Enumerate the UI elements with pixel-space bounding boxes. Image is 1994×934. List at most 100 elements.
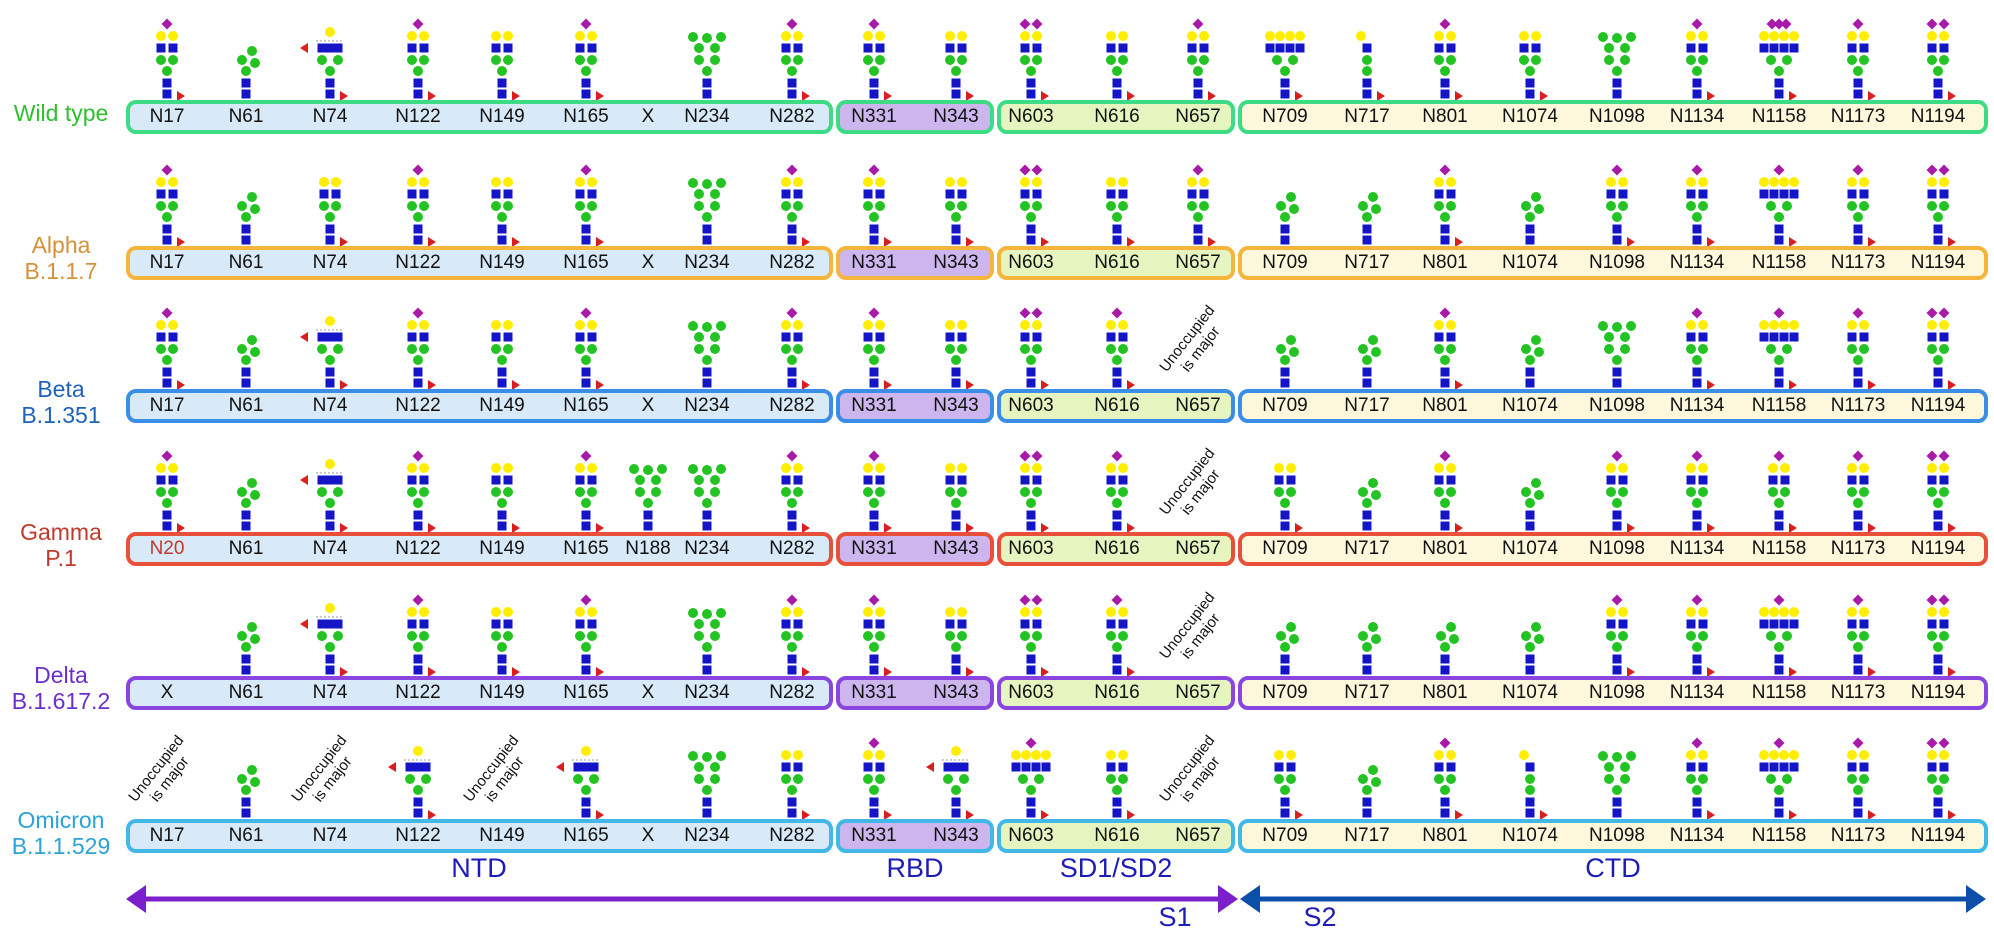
glycan-gamma-7 xyxy=(688,464,726,531)
site-label: N20 xyxy=(149,538,185,559)
site-label: N331 xyxy=(851,395,897,416)
site-label: N282 xyxy=(769,252,815,273)
region-label-sd1-sd2: SD1/SD2 xyxy=(1059,853,1173,883)
segment-delta-1 xyxy=(836,676,994,710)
site-label: N122 xyxy=(395,538,441,559)
site-label: N616 xyxy=(1094,825,1140,846)
site-label: N149 xyxy=(479,252,525,273)
site-label: N1098 xyxy=(1589,395,1645,416)
glycan-alpha-5 xyxy=(575,164,604,247)
glycan-gamma-15 xyxy=(1358,478,1381,531)
glycan-beta-21 xyxy=(1847,307,1876,390)
site-label: N149 xyxy=(479,825,525,846)
site-label: N801 xyxy=(1422,538,1468,559)
glycan-delta-10 xyxy=(945,607,974,677)
site-label: N709 xyxy=(1262,538,1308,559)
glycan-beta-14 xyxy=(1276,335,1299,388)
glycan-omicron-5 xyxy=(556,746,604,820)
site-label: N165 xyxy=(563,538,609,559)
site-label: N331 xyxy=(851,106,897,127)
glycan-beta-22 xyxy=(1926,307,1956,390)
glycan-gamma-12 xyxy=(1106,450,1135,533)
site-label: N343 xyxy=(933,538,979,559)
site-label: N1134 xyxy=(1669,106,1725,127)
region-label-ntd: NTD xyxy=(451,853,507,883)
glycan-wt-11 xyxy=(1019,18,1049,101)
glycan-delta-4 xyxy=(491,607,520,677)
glycan-delta-14 xyxy=(1276,622,1299,675)
segment-omicron-1 xyxy=(836,819,994,853)
glycan-alpha-12 xyxy=(1106,177,1135,247)
site-label: N1158 xyxy=(1751,106,1807,127)
segment-wt-1 xyxy=(836,100,994,134)
site-label: N17 xyxy=(149,106,185,127)
site-label: N1098 xyxy=(1589,825,1645,846)
glycan-wt-20 xyxy=(1759,18,1799,101)
site-label: N603 xyxy=(1008,682,1054,703)
glycan-wt-1 xyxy=(237,46,260,99)
glycan-gamma-14 xyxy=(1274,463,1303,533)
glycan-omicron-8 xyxy=(781,750,810,820)
glycan-wt-13 xyxy=(1187,18,1216,101)
site-label: N149 xyxy=(479,682,525,703)
glycan-gamma-4 xyxy=(491,463,520,533)
glycan-gamma-21 xyxy=(1847,450,1876,533)
segment-beta-0 xyxy=(126,389,833,423)
glycan-delta-17 xyxy=(1521,622,1544,675)
site-label: N1173 xyxy=(1830,682,1886,703)
glycan-delta-20 xyxy=(1759,594,1799,677)
variant-label-line: Delta xyxy=(34,662,88,688)
glycan-wt-21 xyxy=(1847,18,1876,101)
glycan-beta-8 xyxy=(781,307,810,390)
glycan-gamma-22 xyxy=(1926,450,1956,533)
variant-label-wt: Wild type xyxy=(0,100,122,126)
site-label: N1194 xyxy=(1910,682,1966,703)
site-label: X xyxy=(641,252,655,273)
site-label: N1098 xyxy=(1589,106,1645,127)
glycan-gamma-8 xyxy=(781,450,810,533)
glycan-wt-9 xyxy=(863,18,892,101)
site-label: N331 xyxy=(851,252,897,273)
site-label: N282 xyxy=(769,395,815,416)
segment-delta-0 xyxy=(126,676,833,710)
glycan-wt-4 xyxy=(491,31,520,101)
site-label: N1173 xyxy=(1830,538,1886,559)
site-label: N282 xyxy=(769,682,815,703)
site-label: N61 xyxy=(228,106,264,127)
site-label: N74 xyxy=(312,106,348,127)
variant-label-line: B.1.617.2 xyxy=(11,688,111,714)
glycan-gamma-10 xyxy=(945,463,974,533)
segment-wt-0 xyxy=(126,100,833,134)
site-label: N1173 xyxy=(1830,106,1886,127)
variant-label-line: B.1.1.7 xyxy=(24,258,98,284)
site-label: N1098 xyxy=(1589,252,1645,273)
glycan-alpha-11 xyxy=(1019,164,1049,247)
glycan-wt-16 xyxy=(1434,18,1463,101)
site-label: N149 xyxy=(479,395,525,416)
glycan-omicron-19 xyxy=(1686,737,1715,820)
region-label-ctd: CTD xyxy=(1585,853,1641,883)
glycan-wt-7 xyxy=(688,32,726,99)
segment-beta-3 xyxy=(1238,389,1988,423)
site-label: N74 xyxy=(312,825,348,846)
glycan-beta-9 xyxy=(863,307,892,390)
site-label: N74 xyxy=(312,538,348,559)
glycan-beta-19 xyxy=(1686,307,1715,390)
variant-label-line: Omicron xyxy=(17,807,105,833)
site-label: N74 xyxy=(312,682,348,703)
site-label: N61 xyxy=(228,395,264,416)
site-label: N657 xyxy=(1175,395,1221,416)
variant-label-line: B.1.351 xyxy=(21,402,101,428)
site-label: N188 xyxy=(625,538,671,559)
site-label: N801 xyxy=(1422,106,1468,127)
glycan-alpha-2 xyxy=(319,177,348,247)
site-label: N234 xyxy=(684,252,730,273)
site-label: N234 xyxy=(684,395,730,416)
site-label: N343 xyxy=(933,825,979,846)
site-label: N1158 xyxy=(1751,825,1807,846)
site-label: N603 xyxy=(1008,538,1054,559)
glycan-omicron-20 xyxy=(1759,737,1799,820)
